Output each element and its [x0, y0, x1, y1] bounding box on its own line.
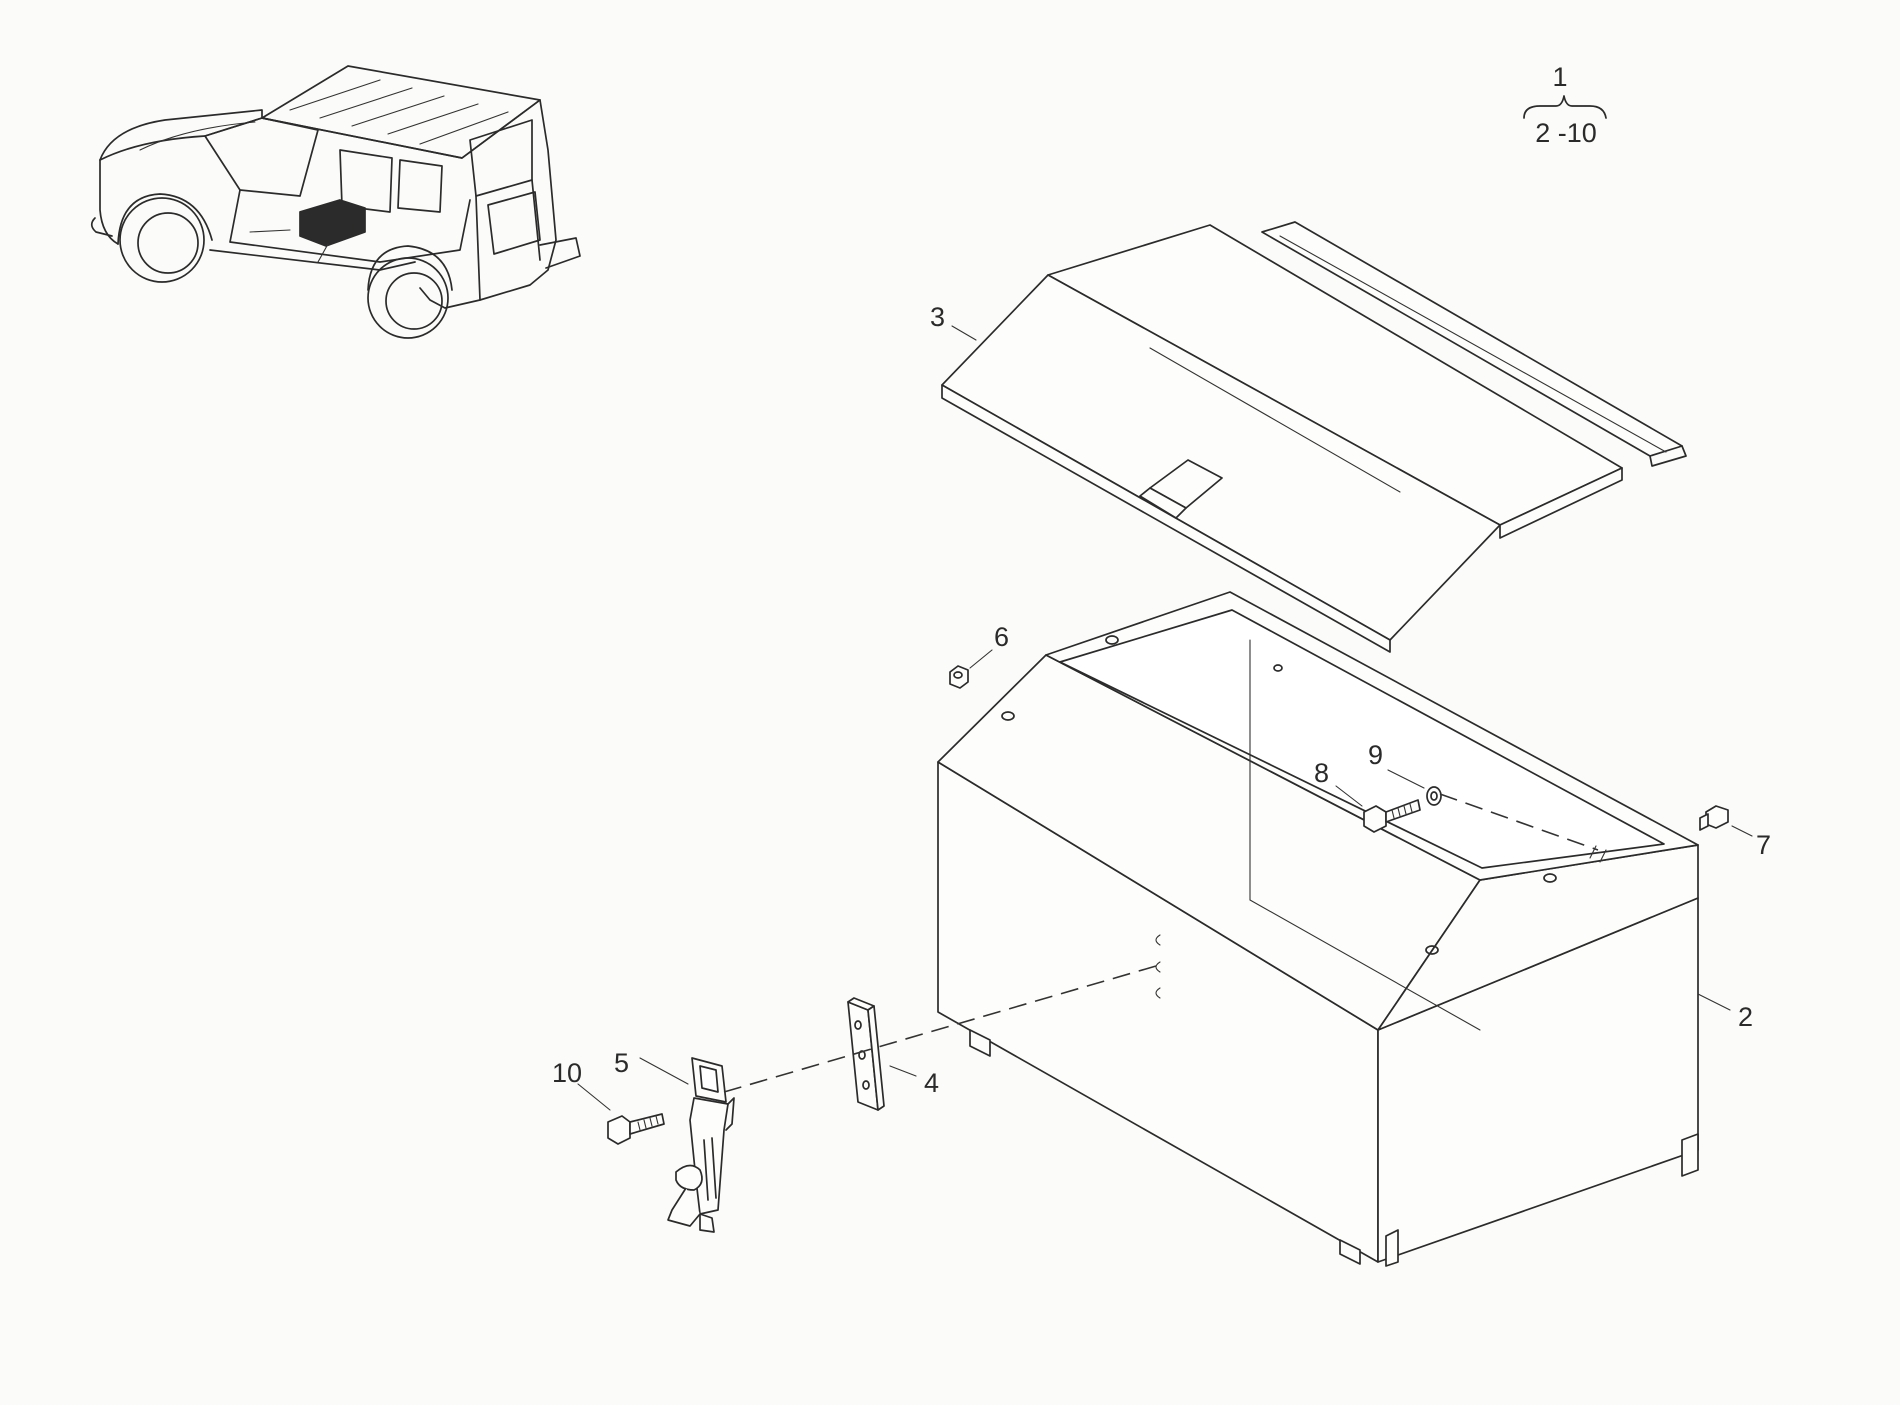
- part-lid: [941, 221, 1687, 653]
- vehicle-location-sketch: [90, 65, 581, 339]
- callout-2: 2: [1738, 1002, 1753, 1032]
- callout-6: 6: [994, 622, 1009, 652]
- assembly-lines: [723, 793, 1599, 1093]
- callout-7: 7: [1756, 830, 1771, 860]
- callout-4: 4: [924, 1068, 939, 1098]
- leader-lines: [577, 325, 1753, 1111]
- callout-10: 10: [552, 1058, 582, 1088]
- part-nut: [949, 665, 969, 689]
- part-latch-plate: [847, 997, 885, 1111]
- part-washer-9: [1426, 786, 1442, 806]
- callout-8: 8: [1314, 758, 1329, 788]
- assembly-reference: 1 2 -10: [1523, 62, 1607, 148]
- part-screw-10: [607, 1113, 665, 1145]
- callout-9: 9: [1368, 740, 1383, 770]
- callout-labels: 2 3 4 5 6 7 8 9 10: [552, 302, 1771, 1098]
- callout-5: 5: [614, 1048, 629, 1078]
- part-screw-8: [1363, 799, 1421, 833]
- assembly-brace: [1523, 95, 1607, 119]
- part-battery-box: [937, 591, 1699, 1267]
- assembly-number: 1: [1552, 62, 1567, 92]
- part-latch: [667, 1057, 735, 1233]
- part-bolt-7: [1699, 805, 1729, 831]
- callout-3: 3: [930, 302, 945, 332]
- assembly-range: 2 -10: [1535, 118, 1597, 148]
